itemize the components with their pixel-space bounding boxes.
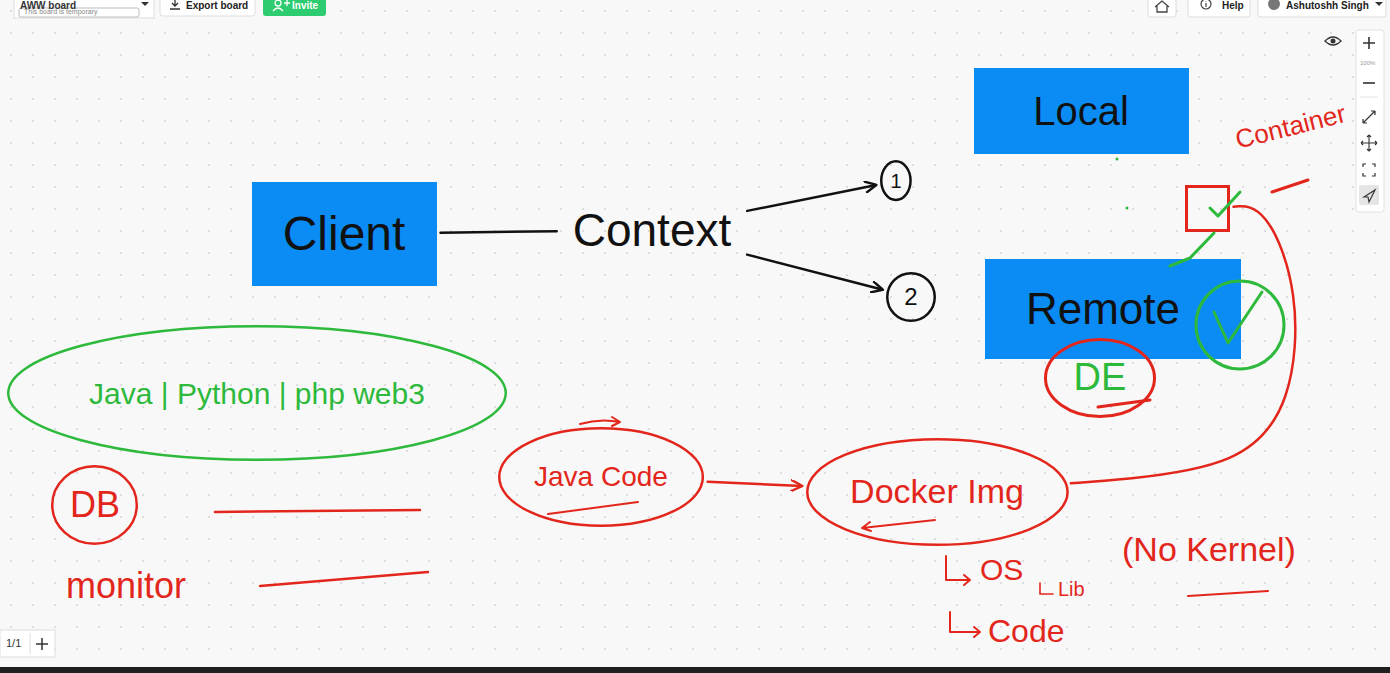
ellipse-outline [499, 428, 703, 526]
client-box: Client [252, 182, 437, 286]
note-text: Code [988, 613, 1065, 650]
check-circle [1196, 281, 1284, 369]
option-number-circle: 1 [880, 160, 912, 201]
note-text: OS [980, 553, 1023, 588]
note-text: monitor [66, 565, 186, 606]
java-code-ellipse: Java Code [498, 427, 704, 527]
check-mark [1214, 292, 1262, 343]
ellipse-outline [53, 466, 138, 544]
language-ellipse: Java | Python | php web3 [7, 325, 507, 461]
node-label: DE [1074, 357, 1127, 399]
de-circle: DE [1044, 338, 1156, 418]
node-label: Java Code [534, 462, 668, 493]
context-word: Context [561, 195, 744, 265]
toolbar-button-label: Invite [292, 0, 318, 12]
check-mark [1210, 192, 1240, 216]
check-stroke [1170, 233, 1214, 266]
user-name: Ashutoshh Singh [1286, 0, 1369, 12]
node-label: Client [283, 208, 406, 261]
node-label: 2 [904, 284, 917, 310]
node-label: 1 [890, 170, 901, 192]
local-box: Local [974, 68, 1189, 154]
board-status: This board is temporary [24, 8, 98, 16]
node-label: Local [1033, 89, 1129, 133]
node-label: Container [1232, 99, 1348, 154]
toolbar-button-label: Help [1222, 0, 1244, 12]
connector [708, 482, 803, 486]
remote-box: Remote [985, 259, 1241, 359]
node-label: Context [573, 205, 732, 256]
connector [441, 231, 557, 233]
db-circle: DB [51, 465, 138, 545]
node-label: DB [70, 485, 120, 525]
ellipse-outline [8, 326, 506, 460]
node-label: Java | Python | php web3 [89, 377, 425, 410]
toolbar-button-label: Export board [186, 0, 248, 12]
page-counter [0, 630, 55, 657]
container-box: Container [1185, 185, 1230, 232]
top-bar [14, 0, 1386, 18]
node-label: Remote [1026, 285, 1180, 333]
docker-image-ellipse: Docker Img [806, 438, 1069, 546]
ellipse-outline [807, 439, 1067, 545]
node-label: Docker Img [850, 473, 1024, 510]
connector [747, 185, 876, 211]
page-number: 1/1 [6, 637, 21, 650]
note-text: (No Kernel) [1122, 530, 1296, 569]
note-text: Lib [1058, 578, 1085, 601]
ellipse-outline [1046, 340, 1155, 417]
ellipse-outline [887, 273, 935, 321]
ellipse-outline [881, 162, 910, 201]
option-number-circle: 2 [886, 272, 936, 322]
connector [747, 255, 883, 290]
screen-edge [0, 667, 1390, 673]
zoom-level: 100% [1360, 60, 1375, 67]
